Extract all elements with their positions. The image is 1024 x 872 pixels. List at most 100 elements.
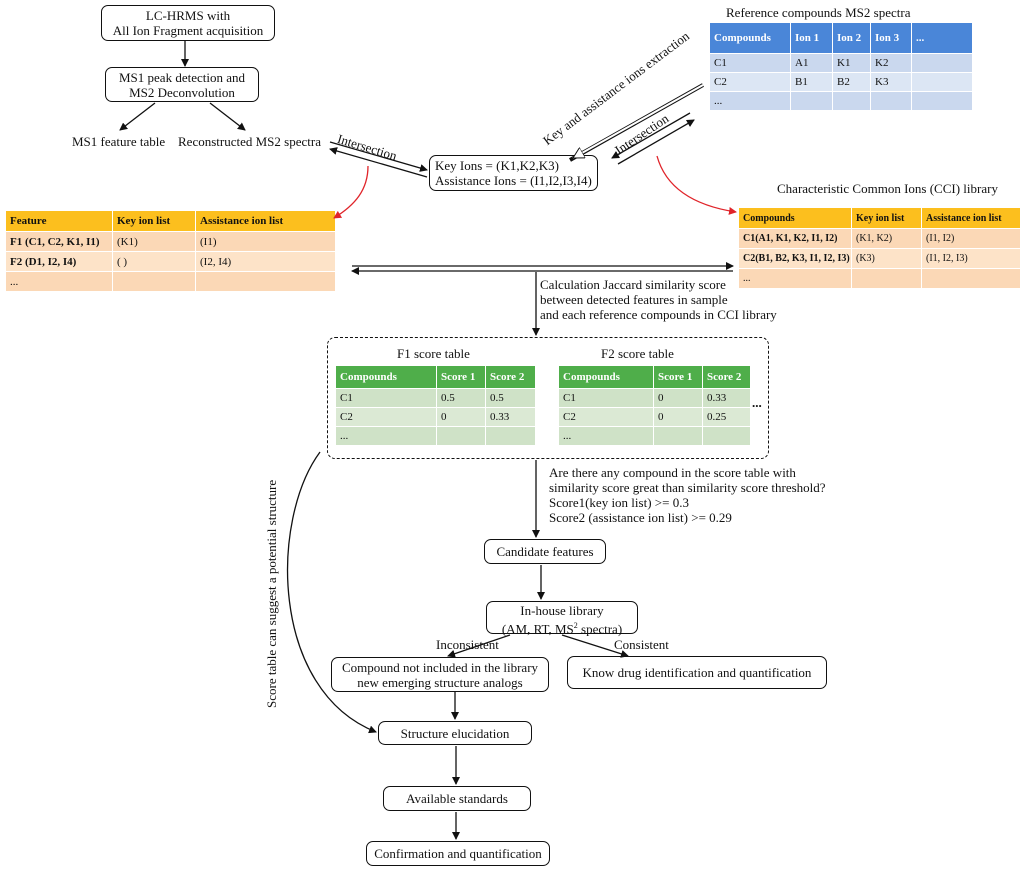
arrow-ms1-to-feature-table: [119, 102, 156, 131]
arrow-inhouse-to-known: [561, 634, 629, 658]
jaccard-line3: and each reference compounds in CCI libr…: [540, 307, 777, 322]
f1-score-table: Compounds Score 1 Score 2 C1 0.5 0.5 C2 …: [335, 365, 536, 446]
ions-box: Key Ions = (K1,K2,K3) Assistance Ions = …: [429, 155, 598, 191]
reference-table: Compounds Ion 1 Ion 2 Ion 3 ... C1 A1 K1…: [709, 22, 973, 111]
jaccard-text: Calculation Jaccard similarity score bet…: [540, 277, 777, 322]
table-cell: F1 (C1, C2, K1, I1): [5, 231, 113, 252]
table-cell: [112, 271, 196, 292]
structure-elucidation-text: Structure elucidation: [400, 726, 510, 741]
f1-score-title: F1 score table: [397, 346, 470, 361]
available-standards-box: Available standards: [383, 786, 531, 811]
table-cell: C2: [558, 407, 654, 427]
f1-header-cell: Score 1: [436, 365, 486, 389]
key-ions-text: Key Ions = (K1,K2,K3): [435, 158, 559, 173]
ms1-line1: MS1 peak detection and: [119, 70, 245, 85]
table-cell: C2: [335, 407, 437, 427]
table-row: ...: [5, 271, 336, 292]
not-included-box: Compound not included in the library new…: [331, 657, 549, 692]
feature-header-cell: Feature: [5, 210, 113, 232]
table-cell: C1(A1, K1, K2, I1, I2): [738, 228, 852, 249]
question-line4: Score2 (assistance ion list) >= 0.29: [549, 510, 732, 525]
question-line3: Score1(key ion list) >= 0.3: [549, 495, 689, 510]
table-cell: 0: [653, 407, 703, 427]
f2-score-table: Compounds Score 1 Score 2 C1 0 0.33 C2 0…: [558, 365, 751, 446]
candidate-features-text: Candidate features: [496, 544, 594, 559]
lchrms-line1: LC-HRMS with: [145, 8, 231, 23]
f2-score-title: F2 score table: [601, 346, 674, 361]
reconstructed-ms2-label: Reconstructed MS2 spectra: [178, 134, 321, 149]
f1-header-cell: Compounds: [335, 365, 437, 389]
ms1-feature-table-label: MS1 feature table: [72, 134, 166, 149]
table-cell: [195, 271, 336, 292]
arrow-ions-to-intersect: [329, 147, 428, 178]
table-row: C1(A1, K1, K2, I1, I2) (K1, K2) (I1, I2): [738, 228, 1021, 249]
candidate-features-box: Candidate features: [484, 539, 606, 564]
table-cell: ...: [738, 268, 852, 289]
inhouse-line2: (AM, RT, MS2 spectra): [487, 618, 637, 636]
table-cell: [485, 426, 536, 446]
threshold-question: Are there any compound in the score tabl…: [549, 465, 826, 525]
table-row: ...: [558, 426, 751, 446]
red-arrow-to-feature-table: [333, 165, 369, 219]
confirmation-text: Confirmation and quantification: [374, 846, 542, 861]
question-line2: similarity score great than similarity s…: [549, 480, 826, 495]
ref-header-cell: Compounds: [709, 22, 791, 54]
lchrms-box: LC-HRMS with All Ion Fragment acquisitio…: [101, 5, 275, 41]
table-cell: [702, 426, 751, 446]
inhouse-line2-pre: (AM, RT, MS: [501, 621, 574, 637]
arrow-key-extraction-inner: [573, 84, 704, 159]
ms1-line2: MS2 Deconvolution: [129, 85, 235, 100]
inconsistent-label: Inconsistent: [436, 637, 499, 652]
cci-header-cell: Compounds: [738, 207, 852, 229]
feature-header-cell: Key ion list: [112, 210, 196, 232]
known-drug-box: Know drug identification and quantificat…: [567, 656, 827, 689]
table-cell: 0.5: [436, 388, 486, 408]
not-included-line1: Compound not included in the library: [341, 660, 539, 675]
table-cell: 0.33: [702, 388, 751, 408]
inhouse-sup: 2: [573, 621, 578, 630]
arrow-ions-to-ref: [617, 119, 695, 165]
table-cell: (I1, I2): [921, 228, 1021, 249]
table-cell: 0.25: [702, 407, 751, 427]
cci-table: Compounds Key ion list Assistance ion li…: [738, 207, 1021, 289]
table-cell: 0.5: [485, 388, 536, 408]
feature-table: Feature Key ion list Assistance ion list…: [5, 210, 336, 292]
jaccard-line2: between detected features in sample: [540, 292, 728, 307]
table-row: C1 0 0.33: [558, 388, 751, 408]
red-arrow-to-cci-table: [656, 155, 737, 215]
table-row: C1 A1 K1 K2: [709, 53, 973, 73]
cci-header-cell: Assistance ion list: [921, 207, 1021, 229]
table-cell: ...: [335, 426, 437, 446]
table-row: F1 (C1, C2, K1, I1) (K1) (I1): [5, 231, 336, 252]
arrow-ms1-to-reconstructed: [209, 102, 246, 131]
table-row: ...: [738, 268, 1021, 289]
table-cell: (I1): [195, 231, 336, 252]
table-cell: 0.33: [485, 407, 536, 427]
table-cell: K2: [870, 53, 912, 73]
f1-header-cell: Score 2: [485, 365, 536, 389]
ref-header-cell: Ion 2: [832, 22, 871, 54]
table-cell: K3: [870, 72, 912, 92]
inhouse-line2-post: spectra): [577, 621, 623, 637]
table-cell: [911, 91, 973, 111]
table-cell: [921, 268, 1021, 289]
table-row: ...: [335, 426, 536, 446]
table-cell: B2: [832, 72, 871, 92]
arrow-intersect-to-ions: [329, 141, 428, 172]
feature-header-cell: Assistance ion list: [195, 210, 336, 232]
table-cell: C1: [335, 388, 437, 408]
table-cell: ...: [709, 91, 791, 111]
table-cell: (K1): [112, 231, 196, 252]
available-standards-text: Available standards: [406, 791, 508, 806]
assistance-ions-text: Assistance Ions = (I1,I2,I3,I4): [435, 173, 592, 188]
ref-header-cell: Ion 3: [870, 22, 912, 54]
confirmation-box: Confirmation and quantification: [366, 841, 550, 866]
table-cell: C2(B1, B2, K3, I1, I2, I3): [738, 248, 852, 269]
table-row: C2 0 0.33: [335, 407, 536, 427]
table-row: C1 0.5 0.5: [335, 388, 536, 408]
score-tables-panel: [327, 337, 769, 459]
more-tables-ellipsis: ...: [752, 395, 762, 410]
inhouse-library-box: In-house library (AM, RT, MS2 spectra): [486, 601, 638, 636]
lchrms-line2: All Ion Fragment acquisition: [112, 23, 264, 38]
